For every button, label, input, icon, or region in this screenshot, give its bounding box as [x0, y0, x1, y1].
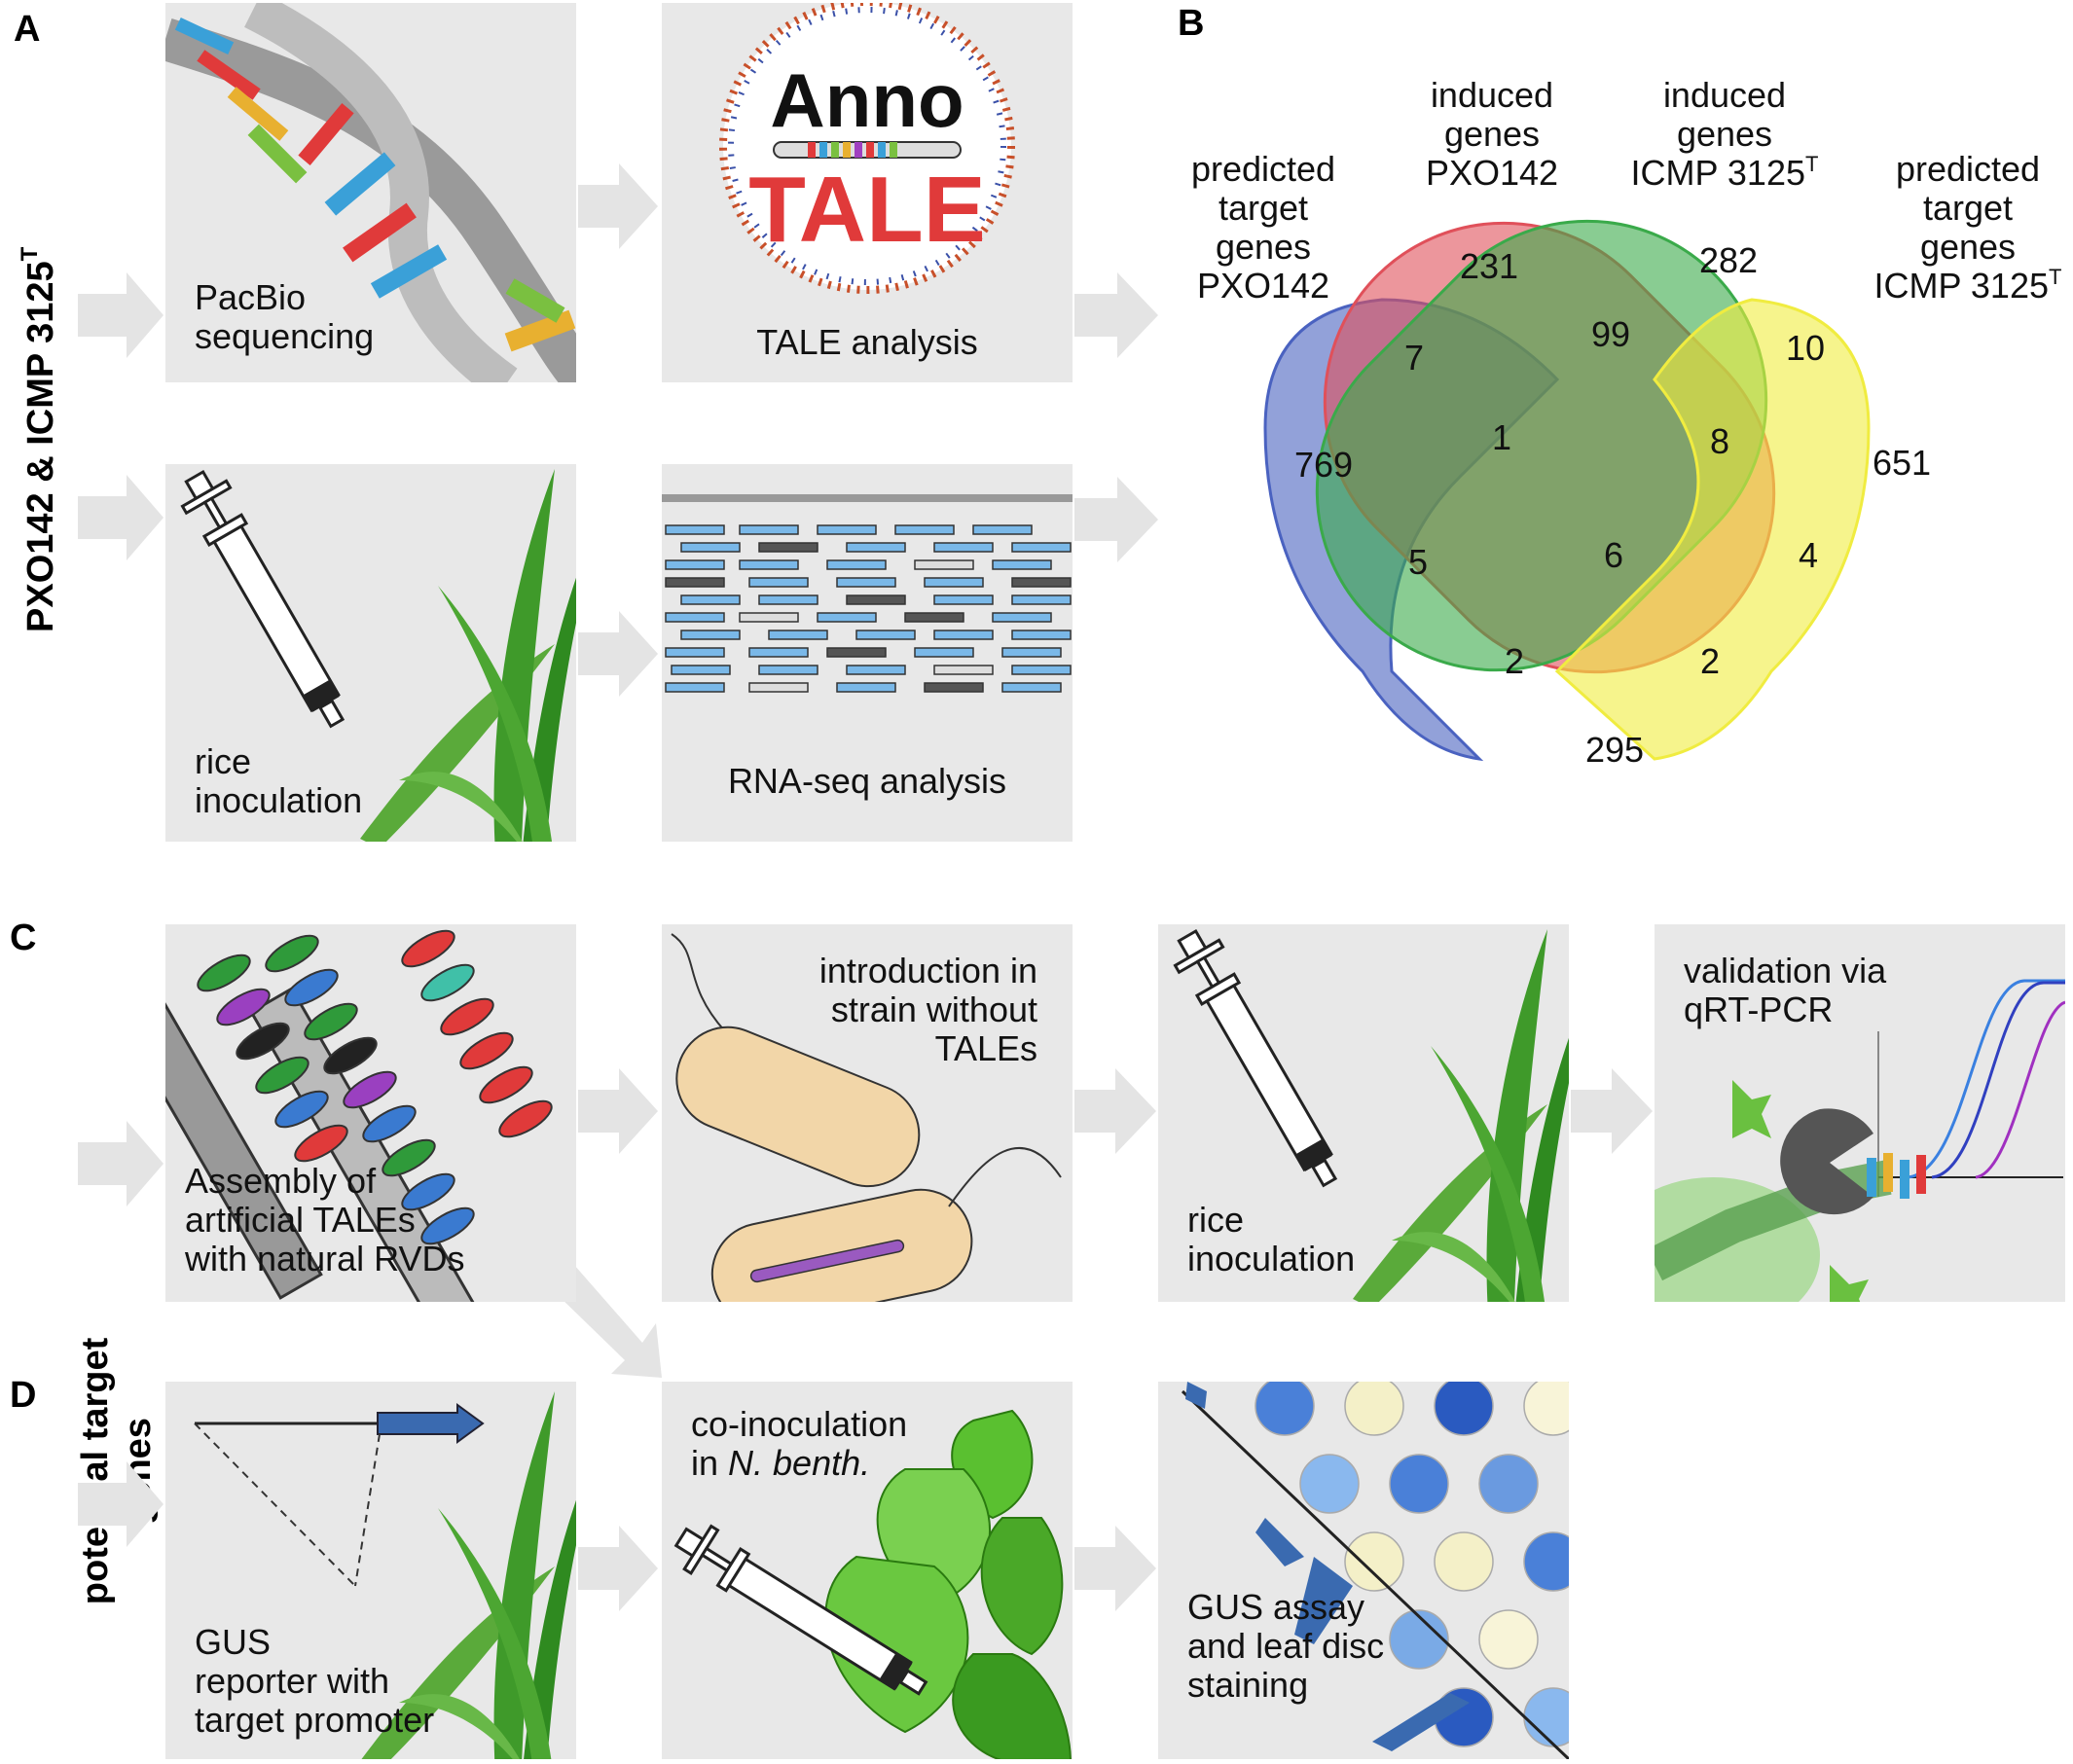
leaf-disc-plate-icon [1181, 1382, 1569, 1759]
tale-analysis-label: TALE analysis [756, 322, 977, 362]
potential-target-genes-label: potential targetgenes [75, 1337, 159, 1604]
count-ip-ii: 99 [1591, 314, 1630, 354]
count-only-pred-icmp: 651 [1873, 443, 1931, 483]
strain-side-label: PXO142 & ICMP 3125T [17, 246, 61, 632]
pacbio-panel: PacBio sequencing [165, 3, 576, 382]
gus-assay-label-1: GUS assay [1187, 1587, 1364, 1627]
arrow-into-gus [78, 1461, 164, 1547]
annotale-logo: Anno TALE [719, 3, 1015, 294]
rnaseq-panel: RNA-seq analysis [662, 464, 1073, 842]
arrow-to-gus-assay [1074, 1526, 1156, 1611]
gus-assay-label-2: and leaf disc [1187, 1626, 1384, 1666]
coinoc-label-1: co-inoculation [691, 1404, 907, 1444]
arrow-to-tale [578, 163, 658, 249]
arrow-into-assembly [78, 1121, 164, 1206]
assembly-label-1: Assembly of [185, 1161, 377, 1201]
panel-letter-a: A [14, 9, 40, 50]
venn-set-pred-icmp [1554, 298, 1871, 761]
arrow-to-rnaseq [578, 611, 658, 697]
rice-label-2: inoculation [195, 780, 362, 820]
dna-helix-icon [165, 3, 576, 382]
pacbio-label-2: sequencing [195, 316, 374, 356]
tale-repeats-icon [165, 924, 553, 1302]
arrow-into-pacbio [78, 272, 164, 358]
count-ii-pi: 10 [1786, 328, 1825, 368]
count-all: 6 [1604, 535, 1623, 575]
arrow-to-rice-c [1074, 1068, 1156, 1154]
gus-reporter-label-2: reporter with [195, 1661, 389, 1701]
count-pp-ii: 5 [1408, 542, 1428, 582]
qpcr-curves-icon [1655, 979, 2065, 1302]
gus-reporter-label-1: GUS [195, 1622, 271, 1662]
logo-anno-text: Anno [770, 57, 964, 143]
count-pp-ip-pi: 2 [1700, 641, 1720, 681]
count-pp-ip-ii: 1 [1492, 417, 1511, 457]
rice-c-label-1: rice [1187, 1200, 1244, 1240]
arrow-to-validation [1571, 1068, 1653, 1154]
arrow-into-rice [78, 475, 164, 560]
pacbio-label-1: PacBio [195, 277, 306, 317]
rice-inoculation-panel-a: rice inoculation [165, 464, 576, 842]
coinoculation-panel: co-inoculation in N. benth. [662, 1382, 1073, 1759]
rice-label-1: rice [195, 741, 251, 781]
introduction-label-3: TALEs [935, 1028, 1037, 1068]
tale-analysis-panel: Anno TALE TALE analysis [662, 3, 1073, 382]
arrow-rnaseq-to-venn [1074, 477, 1158, 562]
rnaseq-label: RNA-seq analysis [728, 761, 1006, 801]
gus-assay-panel: GUS assay and leaf disc staining [1158, 1382, 1569, 1759]
count-only-ind-pxo: 231 [1460, 246, 1518, 286]
panel-letter-c: C [10, 918, 36, 958]
validation-label-1: validation via [1684, 951, 1887, 990]
assembly-label-3: with natural RVDs [184, 1239, 464, 1278]
arrow-tale-to-venn [1074, 272, 1158, 358]
count-only-ind-icmp: 282 [1699, 240, 1758, 280]
introduction-panel: introduction in strain without TALEs [662, 924, 1073, 1302]
count-pp-ii-pi: 2 [1505, 641, 1524, 681]
introduction-label-1: introduction in [819, 951, 1037, 990]
gus-reporter-label-3: target promoter [195, 1700, 434, 1740]
count-ip-ii-pi: 8 [1710, 421, 1729, 461]
count-pp-ip: 7 [1404, 338, 1424, 378]
arrow-to-introduction [578, 1068, 658, 1154]
rice-c-label-2: inoculation [1187, 1239, 1355, 1278]
gus-gene-arrow-icon [377, 1403, 485, 1444]
arrow-to-coinoc [578, 1526, 658, 1611]
nbenth-leaves-icon [666, 1409, 1072, 1759]
assembly-label-2: artificial TALEs [185, 1200, 416, 1240]
coinoc-label-2: in N. benth. [691, 1443, 870, 1483]
panel-letter-b: B [1178, 3, 1204, 44]
sequence-reads-icon [662, 494, 1073, 693]
gus-assay-label-3: staining [1187, 1665, 1308, 1705]
logo-tale-text: TALE [748, 158, 986, 262]
assembly-panel: Assembly of artificial TALEs with natura… [165, 924, 576, 1302]
validation-label-2: qRT-PCR [1684, 990, 1833, 1029]
panel-letter-d: D [10, 1375, 36, 1416]
count-only-pred-pxo: 769 [1294, 445, 1353, 485]
rice-inoculation-panel-c: rice inoculation [1158, 924, 1569, 1302]
bacteria-icon [671, 933, 1062, 1302]
count-ip-pi: 4 [1799, 535, 1818, 575]
introduction-label-2: strain without [831, 990, 1037, 1029]
gus-reporter-panel: GUS reporter with target promoter [165, 1382, 576, 1759]
count-pp-pi: 295 [1585, 730, 1644, 770]
validation-panel: validation via qRT-PCR [1655, 924, 2065, 1302]
